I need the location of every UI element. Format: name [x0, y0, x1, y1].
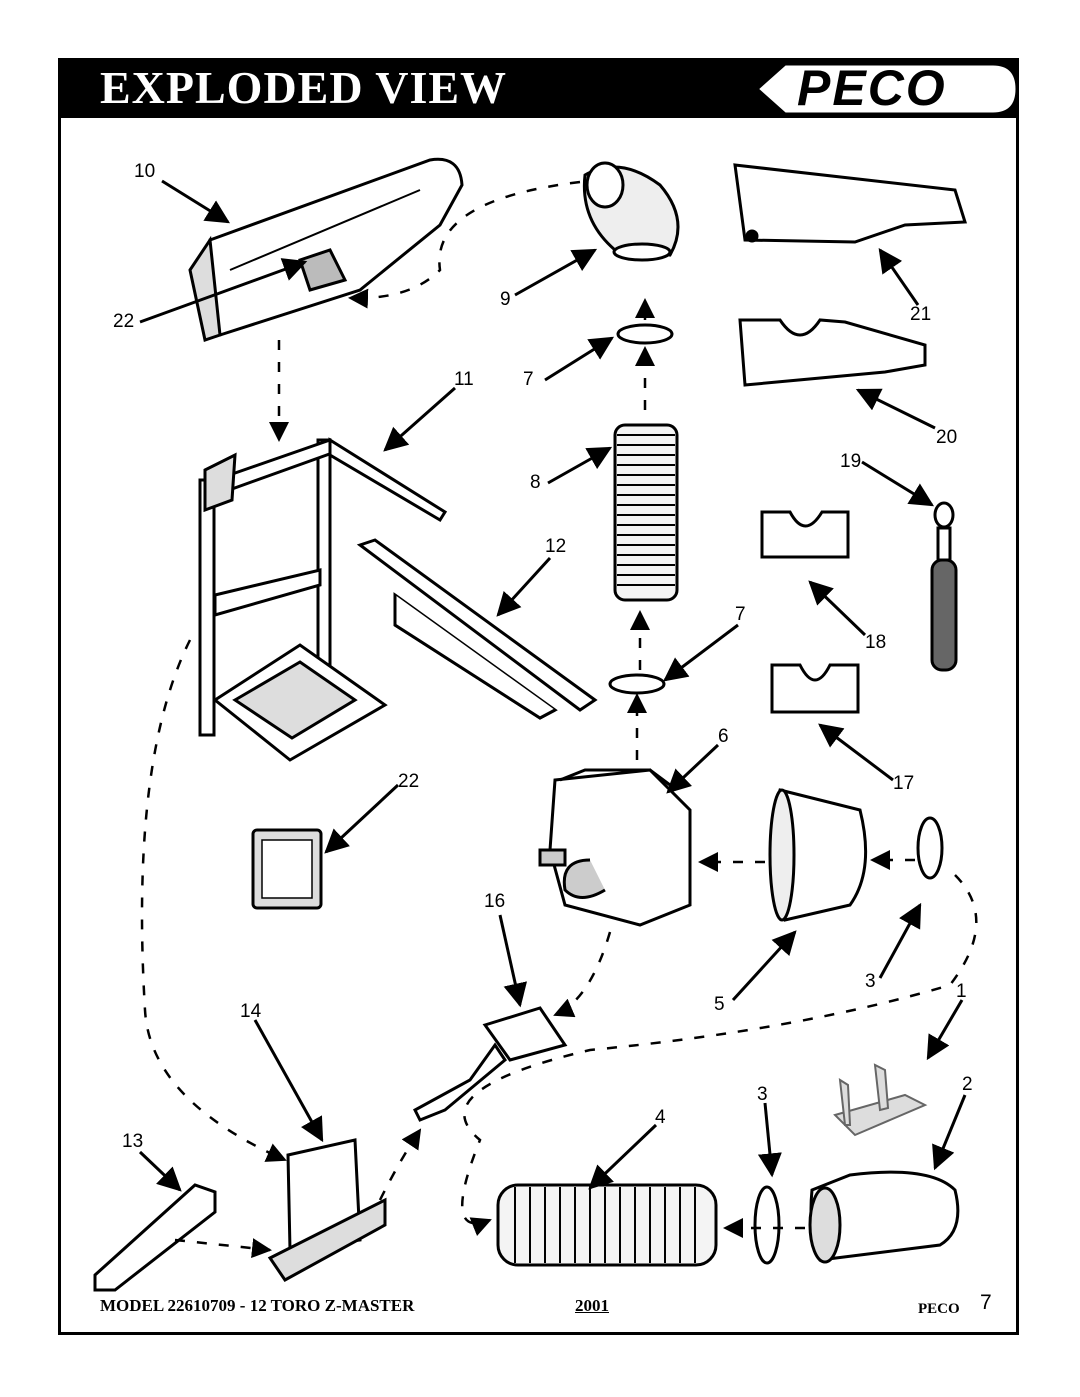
- footer-year: 2001: [575, 1296, 609, 1315]
- callout-6: 6: [718, 726, 729, 747]
- callout-2: 2: [962, 1074, 973, 1095]
- part-7-clamp-lower: [608, 673, 666, 695]
- callout-3-lower: 3: [757, 1084, 768, 1105]
- callout-14: 14: [240, 1001, 262, 1022]
- part-3-clamp-upper: [916, 816, 944, 880]
- callout-22-manual: 22: [398, 771, 420, 792]
- part-19-handle: [930, 501, 958, 672]
- callout-19: 19: [840, 451, 862, 472]
- callout-18: 18: [865, 632, 887, 653]
- part-18-mount: [760, 510, 850, 559]
- part-20-plate: [738, 318, 927, 387]
- part-3-clamp-lower: [753, 1185, 781, 1265]
- callout-3-upper: 3: [865, 971, 876, 992]
- footer-brand: PECO: [918, 1301, 960, 1317]
- callout-13: 13: [122, 1131, 144, 1152]
- part-12-channel: [356, 538, 598, 720]
- callout-10: 10: [134, 161, 156, 182]
- page-title: EXPLODED VIEW: [100, 62, 508, 113]
- part-8-hose: [613, 423, 679, 602]
- callout-20: 20: [936, 427, 958, 448]
- part-4-hose: [496, 1183, 718, 1267]
- callout-9: 9: [500, 289, 511, 310]
- callout-7-lower: 7: [735, 604, 746, 625]
- peco-logo-text: PECO: [797, 60, 947, 116]
- part-10-hood: [188, 157, 464, 342]
- part-16-bracket: [413, 1006, 568, 1122]
- part-1-bracket: [833, 1063, 928, 1137]
- callout-22-hood-sticker: 22: [113, 311, 135, 332]
- part-21-plate: [733, 163, 968, 244]
- callout-8: 8: [530, 472, 541, 493]
- callout-12: 12: [545, 536, 567, 557]
- part-2-elbow: [808, 1170, 960, 1264]
- callout-4: 4: [655, 1107, 666, 1128]
- callout-11: 11: [454, 369, 474, 390]
- callout-5: 5: [714, 994, 725, 1015]
- callout-1: 1: [956, 981, 967, 1002]
- page-number: 7: [980, 1291, 992, 1314]
- callout-21: 21: [910, 304, 932, 325]
- callout-7-upper: 7: [523, 369, 534, 390]
- leader-lines: [138, 179, 967, 1192]
- part-5-bell: [768, 788, 868, 922]
- footer-model: MODEL 22610709 - 12 TORO Z-MASTER: [100, 1296, 415, 1315]
- part-13-tube: [93, 1183, 217, 1292]
- part-7-clamp-upper: [616, 323, 674, 345]
- part-11-frame: [198, 437, 448, 762]
- part-22-manual: [251, 828, 323, 910]
- part-17-mount: [770, 663, 860, 714]
- assembly-flow-paths: [140, 180, 978, 1259]
- part-6-engine: [538, 768, 692, 927]
- callout-16: 16: [484, 891, 506, 912]
- part-14-plate: [267, 1138, 387, 1282]
- callout-17: 17: [893, 773, 915, 794]
- part-9-elbow: [582, 161, 680, 262]
